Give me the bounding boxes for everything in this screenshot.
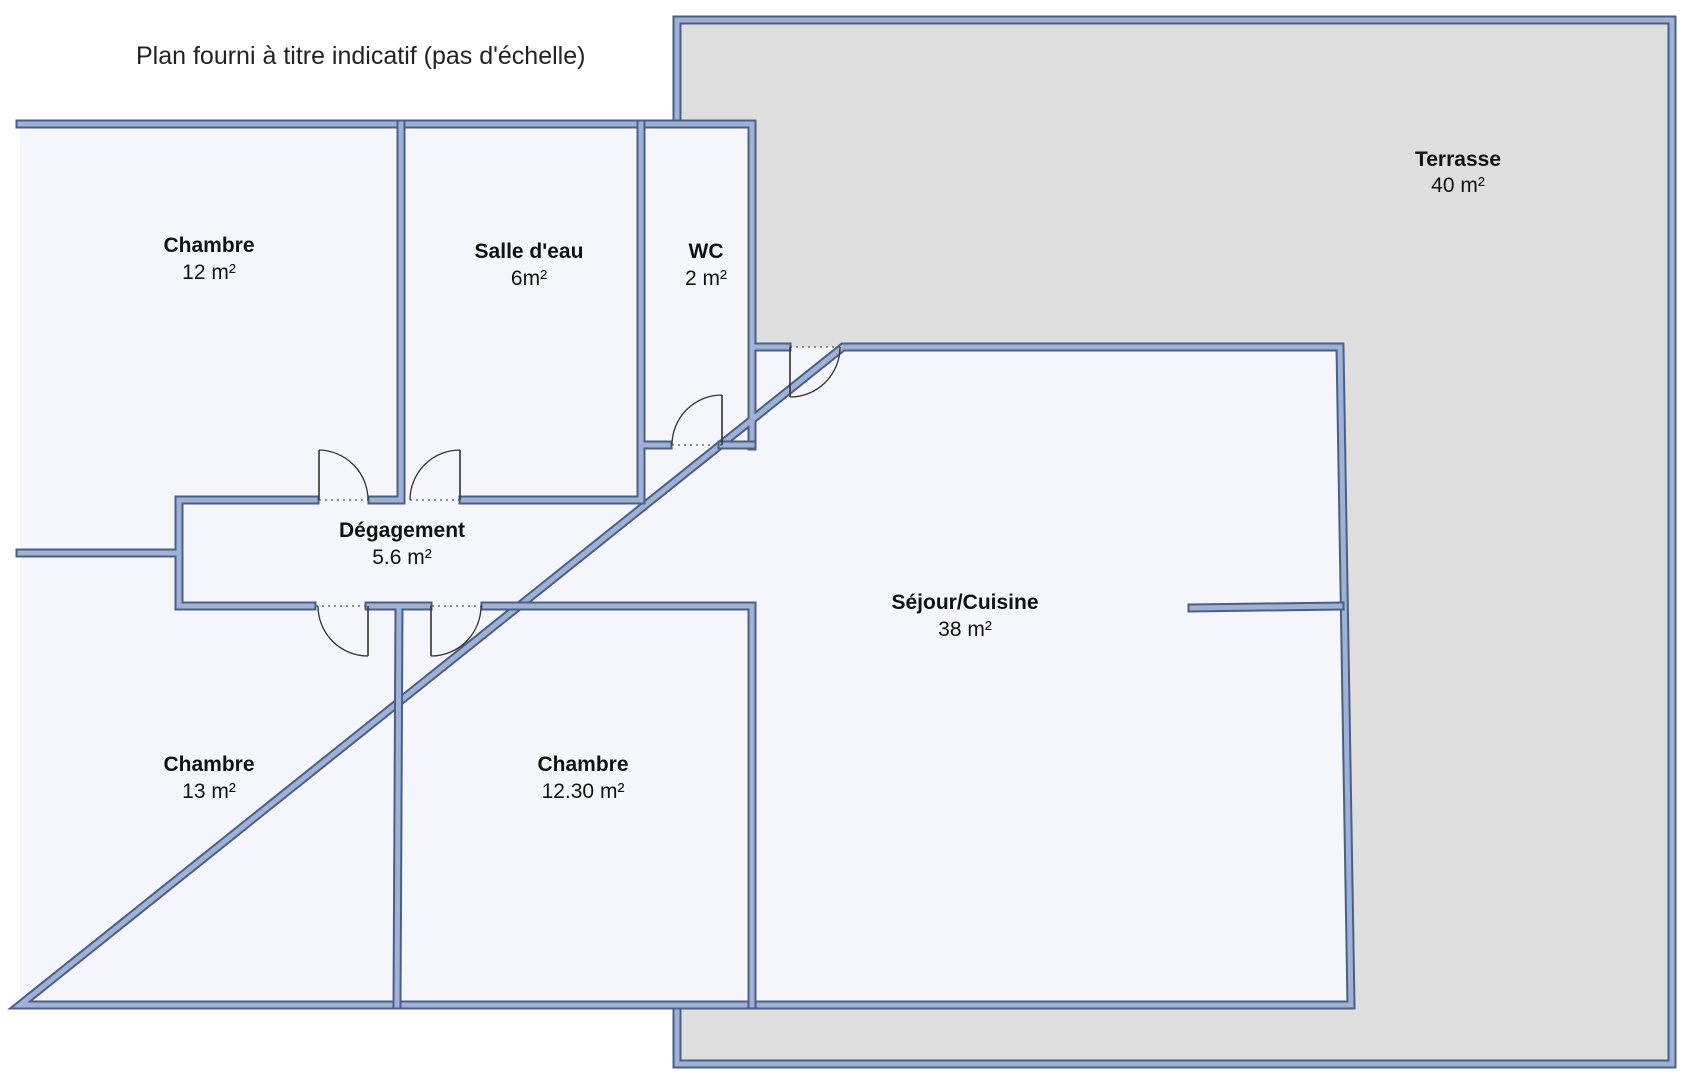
apartment-outer-wall-core [12, 121, 1354, 1008]
room-label-salle-eau: Salle d'eau 6m² [475, 240, 584, 290]
room-name: WC [689, 240, 724, 263]
room-name: Chambre [163, 753, 254, 776]
door-swing-arc [318, 449, 369, 501]
door-chambre-12 [318, 449, 369, 501]
room-area: 13 m² [182, 780, 236, 803]
room-area: 12 m² [182, 261, 236, 284]
room-name: Salle d'eau [475, 240, 584, 263]
interior-walls [15, 119, 1345, 1010]
room-label-degagement: Dégagement 5.6 m² [339, 519, 465, 569]
room-area: 12.30 m² [542, 780, 625, 803]
room-name: Dégagement [339, 519, 465, 542]
room-name: Chambre [163, 234, 254, 257]
room-label-terrasse: Terrasse 40 m² [1415, 148, 1501, 197]
doors [316, 346, 841, 657]
door-swing-arc [409, 449, 461, 501]
room-label-wc: WC 2 m² [685, 240, 727, 290]
door-swing-arc [789, 346, 841, 398]
door-terrasse [789, 346, 841, 398]
door-chambre-13 [316, 605, 369, 657]
walls [7, 119, 1356, 1010]
room-name: Séjour/Cuisine [891, 591, 1038, 614]
room-labels: Terrasse 40 m² Chambre 12 m² Salle d'eau… [163, 148, 1501, 803]
room-label-chambre-2: Chambre 13 m² [163, 753, 254, 803]
room-label-chambre-1: Chambre 12 m² [163, 234, 254, 284]
room-name: Terrasse [1415, 148, 1501, 171]
door-wc [671, 394, 723, 446]
door-swing-arc [430, 605, 482, 657]
door-swing-arc [317, 605, 369, 657]
door-chambre-1230 [430, 605, 482, 657]
room-name: Chambre [537, 753, 628, 776]
apartment-floor [20, 124, 1351, 1005]
room-area: 6m² [511, 267, 547, 290]
door-salle-eau [409, 449, 461, 501]
room-label-chambre-3: Chambre 12.30 m² [537, 753, 628, 803]
room-label-sejour: Séjour/Cuisine 38 m² [891, 591, 1038, 641]
room-area: 2 m² [685, 267, 727, 290]
plan-disclaimer: Plan fourni à titre indicatif (pas d'éch… [136, 42, 585, 70]
room-area: 38 m² [938, 618, 992, 641]
interior-wall-core [17, 121, 1343, 1008]
room-area: 5.6 m² [372, 546, 432, 569]
door-swing-arc [671, 394, 723, 446]
room-area: 40 m² [1431, 174, 1485, 197]
